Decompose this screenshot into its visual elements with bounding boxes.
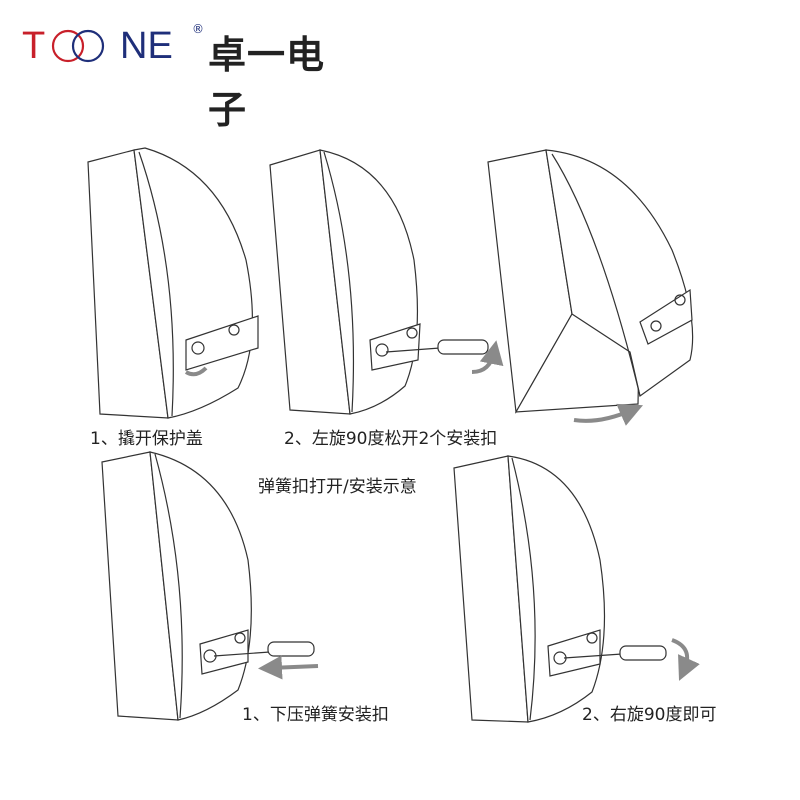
step4-caption: 2、右旋90度即可 (582, 705, 717, 725)
company-logo: T NE ® 卓一电子 (22, 22, 362, 132)
step1-device-illustration (87, 147, 259, 419)
logo-rings-icon (51, 29, 105, 63)
step2-caption: 2、左旋90度松开2个安装扣 (284, 429, 498, 449)
step2-device-illustration (269, 149, 504, 415)
registered-mark: ® (192, 22, 204, 36)
logo-letters-ne: NE (120, 25, 173, 67)
logo-chinese-name: 卓一电子 (208, 33, 326, 132)
step3-device-illustration (101, 451, 319, 721)
step4-device-illustration (453, 455, 700, 723)
step1-caption: 1、撬开保护盖 (90, 429, 203, 449)
step2-open-cover-illustration (487, 149, 694, 426)
center-title: 弹簧扣打开/安装示意 (258, 477, 417, 497)
logo-letter-t: T (22, 25, 46, 67)
step3-caption: 1、下压弹簧安装扣 (242, 705, 389, 725)
